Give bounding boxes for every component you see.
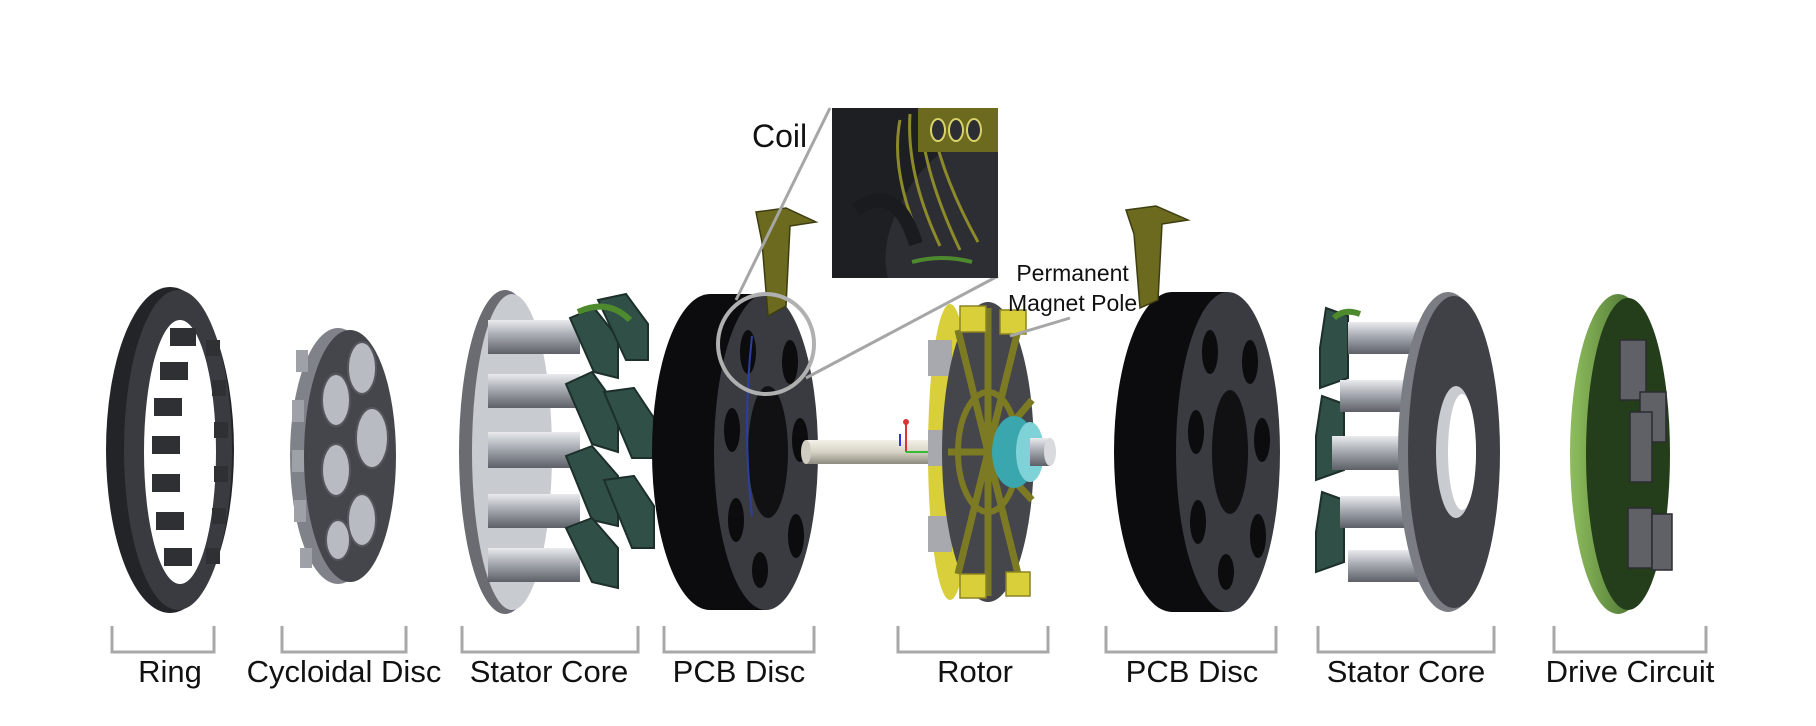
label-drive-circuit: Drive Circuit xyxy=(1545,654,1715,689)
pcb-disc-left-part xyxy=(652,207,819,610)
label-brackets xyxy=(110,626,1708,654)
permanent-magnet-pole-label: Permanent Magnet Pole xyxy=(1008,258,1137,318)
label-pcb-disc-right: PCB Disc xyxy=(1125,654,1259,689)
coil-zoom-inset xyxy=(832,108,998,278)
label-ring: Ring xyxy=(138,654,202,689)
label-cycloidal-disc: Cycloidal Disc xyxy=(246,654,442,689)
drive-circuit-part xyxy=(1570,294,1673,614)
permanent-magnet-label-line2: Magnet Pole xyxy=(1008,290,1138,316)
cycloidal-disc-part xyxy=(290,328,396,584)
label-pcb-disc-left: PCB Disc xyxy=(672,654,806,689)
permanent-magnet-label-line1: Permanent xyxy=(1016,260,1129,286)
label-stator-core-left: Stator Core xyxy=(469,654,629,689)
coil-callout-label: Coil xyxy=(752,118,808,154)
coil-zoom-callout xyxy=(716,107,999,396)
stator-core-left-part xyxy=(459,290,655,614)
magnet-pole-pointer xyxy=(1009,316,1071,338)
shaft-part xyxy=(801,419,934,464)
ring-part xyxy=(106,287,234,613)
rotor-part xyxy=(928,302,1056,602)
label-rotor: Rotor xyxy=(937,654,1013,689)
stator-core-right-part xyxy=(1315,292,1500,612)
pcb-disc-right-part xyxy=(1114,205,1280,612)
label-stator-core-right: Stator Core xyxy=(1326,654,1486,689)
